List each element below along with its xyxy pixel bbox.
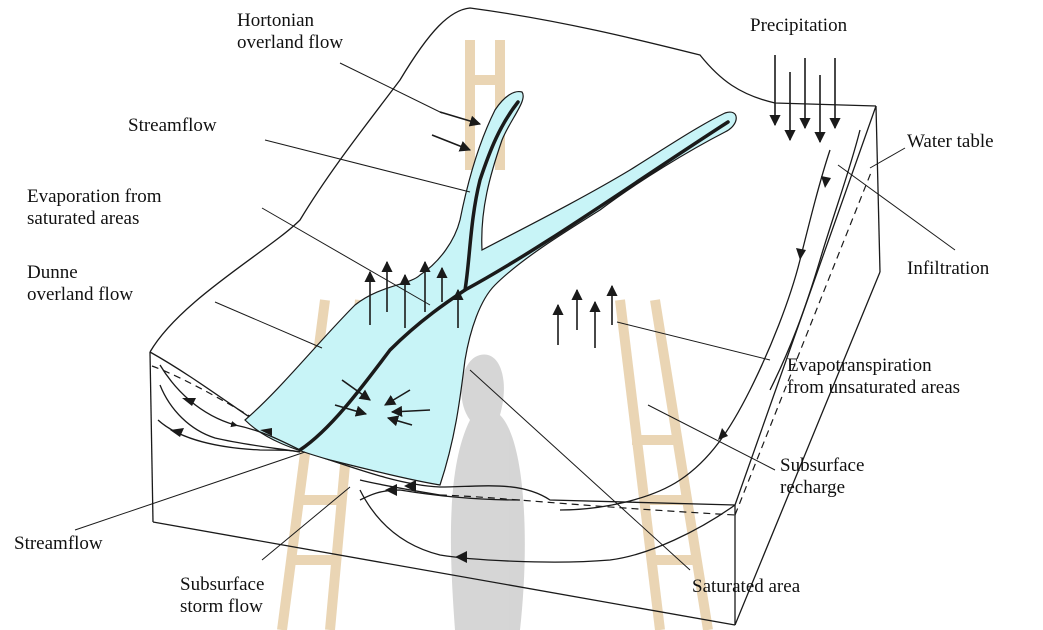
streamflow-bottom-label: Streamflow [14,533,103,555]
label-line: overland flow [237,32,343,54]
label-line: Subsurface [180,574,264,596]
label-line: Infiltration [907,258,989,280]
water-table-label: Water table [907,131,994,153]
precipitation-arrows [775,55,835,142]
evapotranspiration-arrows [558,286,612,348]
label-line: Hortonian [237,10,343,32]
dunne-overland-flow-label: Dunne overland flow [27,262,133,306]
evapotranspiration-label: Evapotranspiration from unsaturated area… [787,355,960,399]
subsurface-recharge-label: Subsurface recharge [780,455,864,499]
subsurface-storm-flow-label: Subsurface storm flow [180,574,264,618]
label-line: Streamflow [14,533,103,555]
streamflow-top-label: Streamflow [128,115,217,137]
saturated-area-label: Saturated area [692,576,800,598]
label-line: saturated areas [27,208,162,230]
infiltration-label: Infiltration [907,258,989,280]
evaporation-from-saturated-areas-label: Evaporation from saturated areas [27,186,162,230]
label-line: Water table [907,131,994,153]
label-line: from unsaturated areas [787,377,960,399]
label-line: Evaporation from [27,186,162,208]
label-line: recharge [780,477,864,499]
label-line: storm flow [180,596,264,618]
label-line: Saturated area [692,576,800,598]
precipitation-label: Precipitation [750,15,847,37]
hortonian-overland-flow-label: Hortonian overland flow [237,10,343,54]
label-line: Subsurface [780,455,864,477]
label-line: Precipitation [750,15,847,37]
label-line: overland flow [27,284,133,306]
label-line: Streamflow [128,115,217,137]
label-line: Dunne [27,262,133,284]
label-line: Evapotranspiration [787,355,960,377]
